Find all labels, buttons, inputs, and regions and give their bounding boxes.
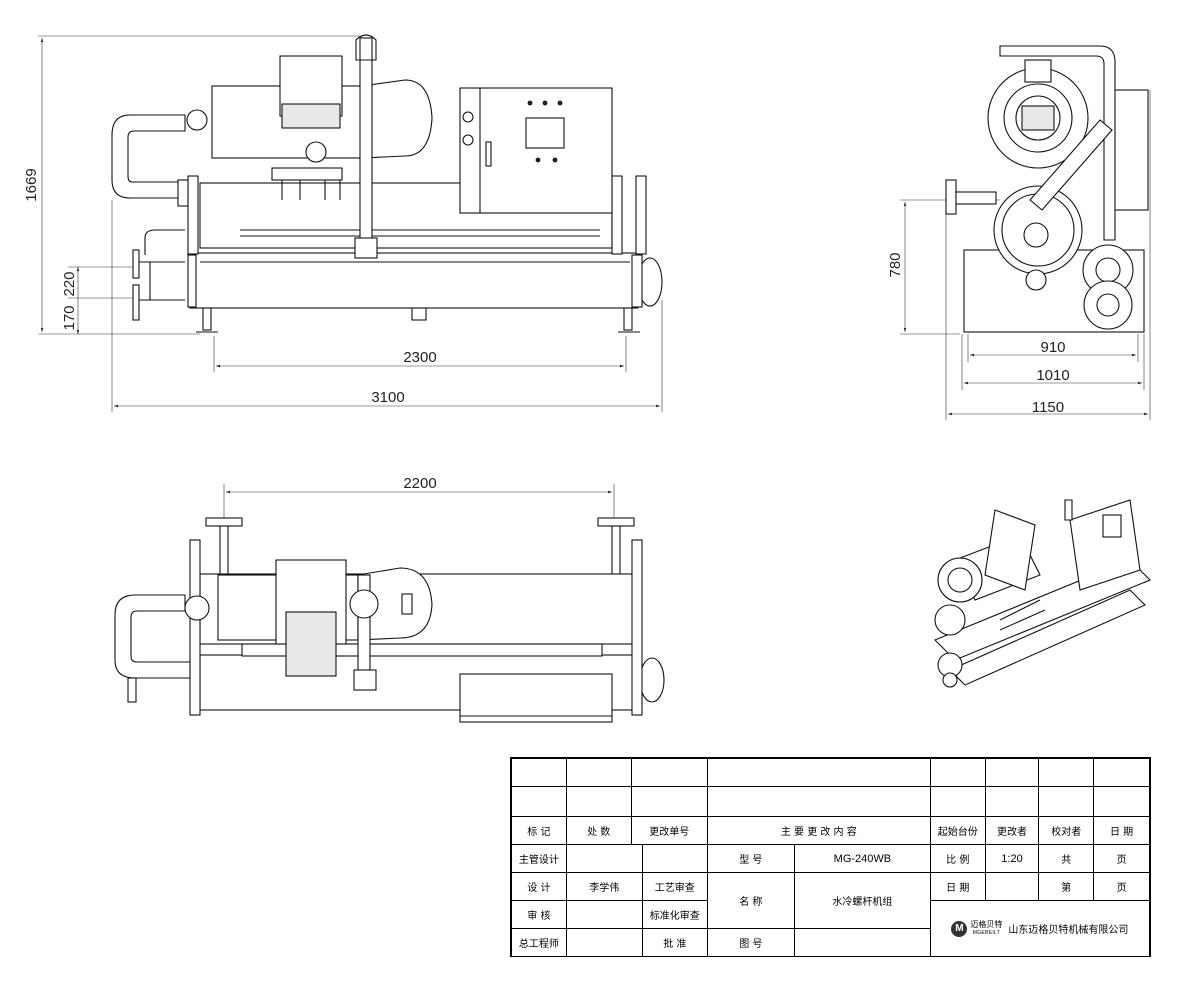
- rev-header-mark: 标 记: [511, 816, 567, 845]
- dim-1669: 1669: [23, 168, 40, 201]
- logo-cn: 迈格贝特: [970, 919, 1003, 929]
- total-label: 共: [1038, 844, 1095, 873]
- dim-2300: 2300: [403, 349, 436, 366]
- model-label: 型 号: [706, 844, 795, 873]
- top-view: 2200: [114, 475, 665, 723]
- rev-header-count: 处 数: [565, 816, 632, 845]
- date-label: 日 期: [929, 872, 986, 901]
- drawing-no-value: [793, 928, 931, 957]
- company-logo: M 迈格贝特 MGEBEILT: [951, 920, 1002, 938]
- dim-1150: 1150: [1032, 399, 1064, 416]
- standard-review-label: 标准化审查: [641, 900, 708, 929]
- company-name: 山东迈格贝特机械有限公司: [1008, 925, 1129, 936]
- dim-220: 220: [61, 271, 78, 296]
- review-label: 审 核: [511, 900, 567, 929]
- rev-header-checker: 校对者: [1038, 816, 1095, 845]
- scale-label: 比 例: [929, 844, 986, 873]
- dim-2200: 2200: [403, 475, 436, 492]
- title-block: 标 记 处 数 更改单号 主 要 更 改 内 容 起始台份 更改者 校对者 日 …: [510, 757, 1151, 957]
- model-value: MG-240WB: [793, 844, 931, 873]
- logo-mark: M: [951, 920, 968, 937]
- main-design-label: 主管设计: [511, 844, 567, 873]
- chief-engineer-label: 总工程师: [511, 928, 567, 957]
- front-view: 1669 220 170 2300 3100: [23, 34, 663, 412]
- logo-en: MGEBEILT: [972, 929, 1001, 936]
- total-page-unit: 页: [1093, 844, 1150, 873]
- design-label: 设 计: [511, 872, 567, 901]
- approve-label: 批 准: [641, 928, 708, 957]
- process-review-label: 工艺审查: [641, 872, 708, 901]
- dim-3100: 3100: [371, 389, 404, 406]
- sheet-label: 第: [1038, 872, 1095, 901]
- dim-1010: 1010: [1036, 367, 1069, 384]
- side-view: 780 910 1010 1150: [887, 45, 1151, 420]
- sheet-page-unit: 页: [1093, 872, 1150, 901]
- isometric-view: [934, 499, 1151, 688]
- rev-header-change-no: 更改单号: [630, 816, 708, 845]
- designer-name: 李学伟: [565, 872, 643, 901]
- scale-value: 1:20: [984, 844, 1040, 873]
- name-label: 名 称: [706, 872, 795, 929]
- dim-910: 910: [1040, 339, 1065, 356]
- drawing-no-label: 图 号: [706, 928, 795, 957]
- dim-780: 780: [887, 252, 904, 277]
- rev-header-start-unit: 起始台份: [929, 816, 986, 845]
- rev-header-changer: 更改者: [984, 816, 1040, 845]
- rev-header-date: 日 期: [1093, 816, 1150, 845]
- dim-170: 170: [61, 305, 78, 330]
- rev-header-content: 主 要 更 改 内 容: [706, 816, 931, 845]
- name-value: 水冷螺杆机组: [793, 872, 931, 929]
- company-cell: M 迈格贝特 MGEBEILT 山东迈格贝特机械有限公司: [929, 900, 1151, 957]
